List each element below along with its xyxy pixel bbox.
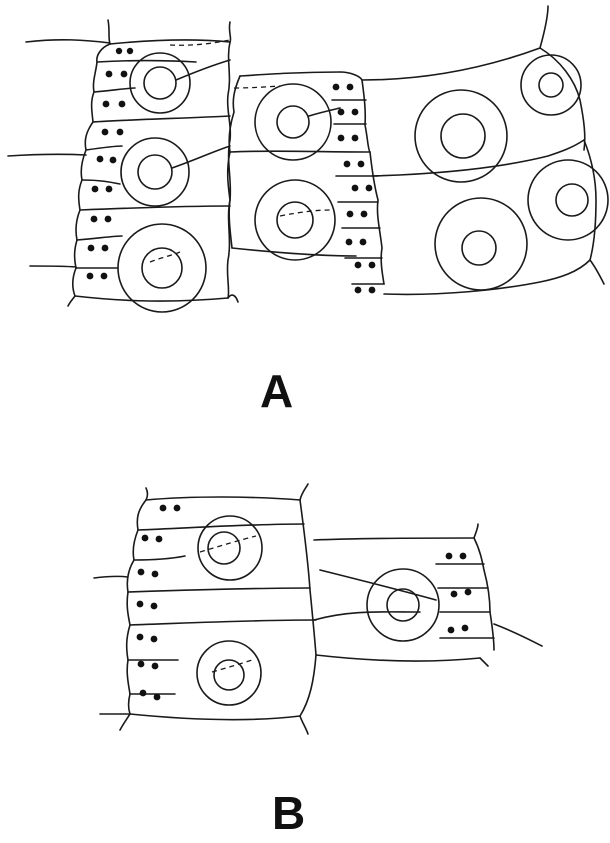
panel-b-drawing [94,484,542,734]
panel-a-nucleus-4 [255,84,340,160]
panel-a-drawing [8,6,608,312]
panel-b-nucleus-2 [197,641,261,705]
panel-a-nucleus-6 [415,90,507,182]
panel-a-nucleus-2 [121,138,230,206]
panel-a-nucleus-8 [435,198,527,290]
panel-a-nucleus-7 [521,55,581,115]
panel-label-b: B [272,790,305,836]
panel-a-nucleus-3 [118,224,206,312]
panel-b-nucleus-3 [367,569,439,641]
panel-b-column-1 [94,484,316,734]
panel-label-a: A [260,368,293,414]
panel-a-column-3 [362,6,604,294]
panel-a-column-2 [228,72,384,284]
panel-a-nucleus-5 [255,180,335,260]
panel-b-column-2 [314,524,542,666]
